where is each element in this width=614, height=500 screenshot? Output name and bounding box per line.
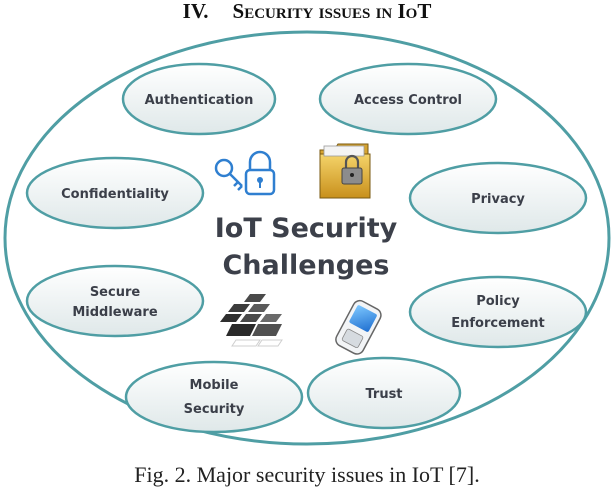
outer-ellipse [3, 30, 611, 446]
node-authentication: Authentication [121, 62, 277, 136]
node-label-line-2: Security [184, 402, 245, 417]
node-policy-enforcement: Policy Enforcement [408, 275, 588, 349]
node-mobile-security: Mobile Security [124, 360, 304, 434]
node-secure-middleware: Secure Middleware [25, 264, 205, 338]
node-label: Access Control [354, 93, 462, 108]
node-label: Confidentiality [61, 187, 169, 202]
node-label-line-1: Secure [90, 285, 141, 300]
node-label: Trust [365, 387, 402, 402]
node-label-line-2: Middleware [72, 305, 157, 320]
mobile-phone-icon [335, 299, 382, 355]
section-title: Security issues in IoT [232, 0, 432, 23]
node-trust: Trust [306, 356, 462, 430]
node-privacy: Privacy [408, 161, 588, 235]
section-heading: IV. Security issues in IoT [0, 0, 614, 22]
chip-stack-icon [220, 294, 283, 347]
node-access-control: Access Control [318, 62, 498, 136]
diagram-canvas: Authentication Access Control Confidenti… [3, 30, 611, 446]
key-lock-icon [214, 150, 276, 196]
node-confidentiality: Confidentiality [25, 156, 205, 230]
node-label: Authentication [145, 93, 254, 108]
center-title-line-2: Challenges [222, 250, 389, 281]
node-label-line-2: Enforcement [451, 316, 545, 331]
node-label-line-1: Mobile [190, 378, 239, 393]
figure-caption: Fig. 2. Major security issues in IoT [7]… [134, 462, 480, 487]
node-label: Privacy [471, 192, 525, 207]
center-title-line-1: IoT Security [215, 213, 398, 244]
node-label-line-1: Policy [476, 294, 520, 309]
iot-security-diagram: Authentication Access Control Confidenti… [0, 30, 614, 448]
section-number: IV. [182, 0, 209, 23]
locked-folder-icon [319, 143, 371, 199]
